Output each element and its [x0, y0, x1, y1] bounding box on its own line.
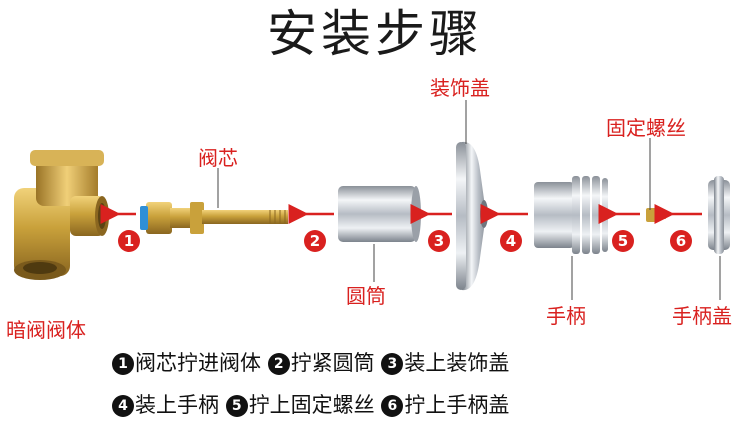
fixing-screw-part — [646, 208, 666, 222]
handle-cap-part — [708, 176, 730, 254]
step-number-1: 1 — [112, 353, 134, 375]
label-decorative-cover: 装饰盖 — [430, 76, 490, 100]
marker-1: 1 — [118, 230, 140, 252]
marker-3: 3 — [428, 230, 450, 252]
label-valve-body: 暗阀阀体 — [6, 318, 86, 342]
valve-body-part — [14, 150, 109, 280]
step-text-1: 阀芯拧进阀体 — [135, 351, 261, 375]
label-handle: 手柄 — [546, 304, 586, 328]
step-number-6: 6 — [381, 395, 404, 417]
round-sleeve-part — [338, 186, 421, 242]
marker-6: 6 — [670, 230, 692, 252]
step-number-5: 5 — [225, 395, 248, 417]
label-round-sleeve: 圆筒 — [346, 284, 386, 308]
marker-5: 5 — [612, 230, 634, 252]
label-fixing-screw: 固定螺丝 — [606, 116, 686, 140]
step-number-3: 3 — [381, 353, 404, 375]
step-number-4: 4 — [112, 395, 134, 417]
label-handle-cap: 手柄盖 — [672, 304, 732, 328]
marker-2: 2 — [304, 230, 326, 252]
step-text-4: 装上手柄 — [135, 393, 219, 417]
valve-core-part — [140, 202, 288, 234]
step-text-6: 拧上手柄盖 — [404, 393, 510, 417]
step-text-5: 拧上固定螺丝 — [248, 393, 375, 417]
page-title: 安装步骤 — [267, 5, 483, 63]
step-number-2: 2 — [267, 353, 290, 375]
label-valve-core: 阀芯 — [198, 146, 238, 170]
marker-4: 4 — [500, 230, 522, 252]
handle-part — [534, 176, 608, 254]
step-text-2: 拧紧圆筒 — [290, 351, 375, 375]
step-text-3: 装上装饰盖 — [404, 351, 510, 375]
decorative-cover-part — [456, 141, 488, 291]
